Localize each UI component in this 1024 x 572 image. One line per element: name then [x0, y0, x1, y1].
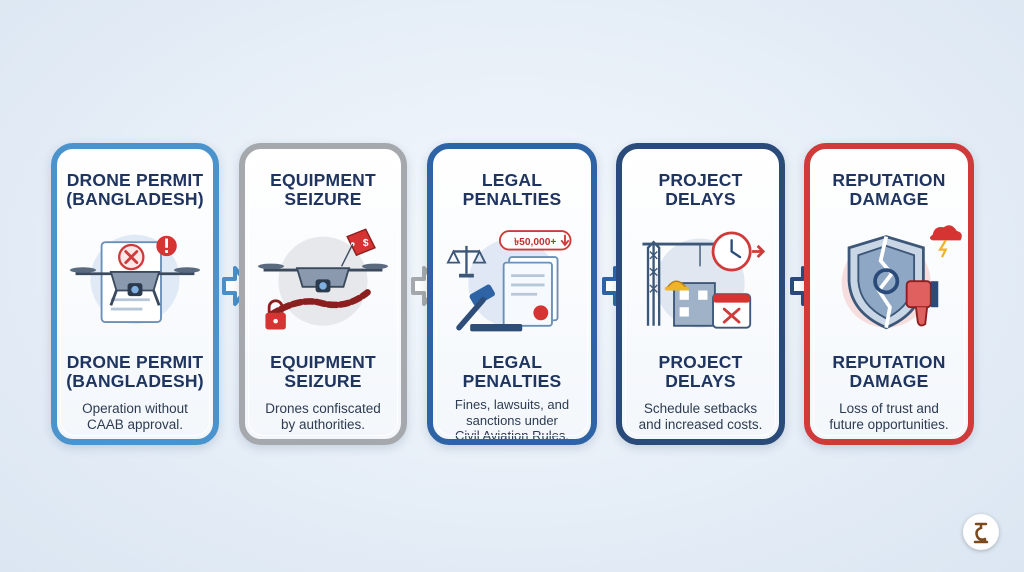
- drone-chained-padlock-icon: $: [258, 228, 388, 330]
- card-subtitle: EQUIPMENT SEIZURE: [270, 352, 376, 391]
- card-title: LEGAL PENALTIES: [462, 170, 562, 209]
- card-description: Schedule setbacks and increased costs.: [638, 401, 763, 432]
- card-title: EQUIPMENT SEIZURE: [270, 170, 376, 209]
- drone-document-error-icon: [70, 234, 200, 324]
- card-title: REPUTATION DAMAGE: [832, 170, 946, 209]
- card-description: Operation without CAAB approval.: [82, 401, 188, 432]
- card-description: Fines, lawsuits, and sanctions under Civ…: [454, 397, 570, 443]
- gavel-scales-document-icon: ৳50,000+: [446, 230, 572, 332]
- crane-clock-calendar-icon: [642, 231, 766, 329]
- broken-shield-thumbs-down-icon: [841, 225, 962, 330]
- card-title: DRONE PERMIT (BANGLADESH): [66, 170, 204, 209]
- card-subtitle: LEGAL PENALTIES: [462, 352, 562, 391]
- card-equipment-seizure: EQUIPMENT SEIZURE $ EQUIPMENT SEIZURE Dr…: [239, 143, 407, 445]
- card-subtitle: PROJECT DELAYS: [658, 352, 743, 391]
- brand-logo: [963, 514, 999, 550]
- svg-text:$: $: [363, 238, 369, 249]
- card-subtitle: DRONE PERMIT (BANGLADESH): [66, 352, 204, 391]
- card-drone-permit: DRONE PERMIT (BANGLADESH) DRONE PERMIT (…: [51, 143, 219, 445]
- card-legal-penalties: LEGAL PENALTIES ৳50,000+ LEGAL PENALTIES…: [427, 143, 597, 445]
- card-description: Drones confiscated by authorities.: [265, 401, 381, 432]
- logo-glyph-icon: [973, 522, 989, 544]
- fine-amount-tag: ৳50,000+: [514, 237, 556, 248]
- card-reputation-damage: REPUTATION DAMAGE REPUTATION DAMAGE Loss…: [804, 143, 974, 445]
- card-project-delays: PROJECT DELAYS PROJECT DELAYS Schedule s…: [616, 143, 785, 445]
- card-subtitle: REPUTATION DAMAGE: [832, 352, 946, 391]
- card-description: Loss of trust and future opportunities.: [829, 401, 949, 432]
- card-title: PROJECT DELAYS: [658, 170, 743, 209]
